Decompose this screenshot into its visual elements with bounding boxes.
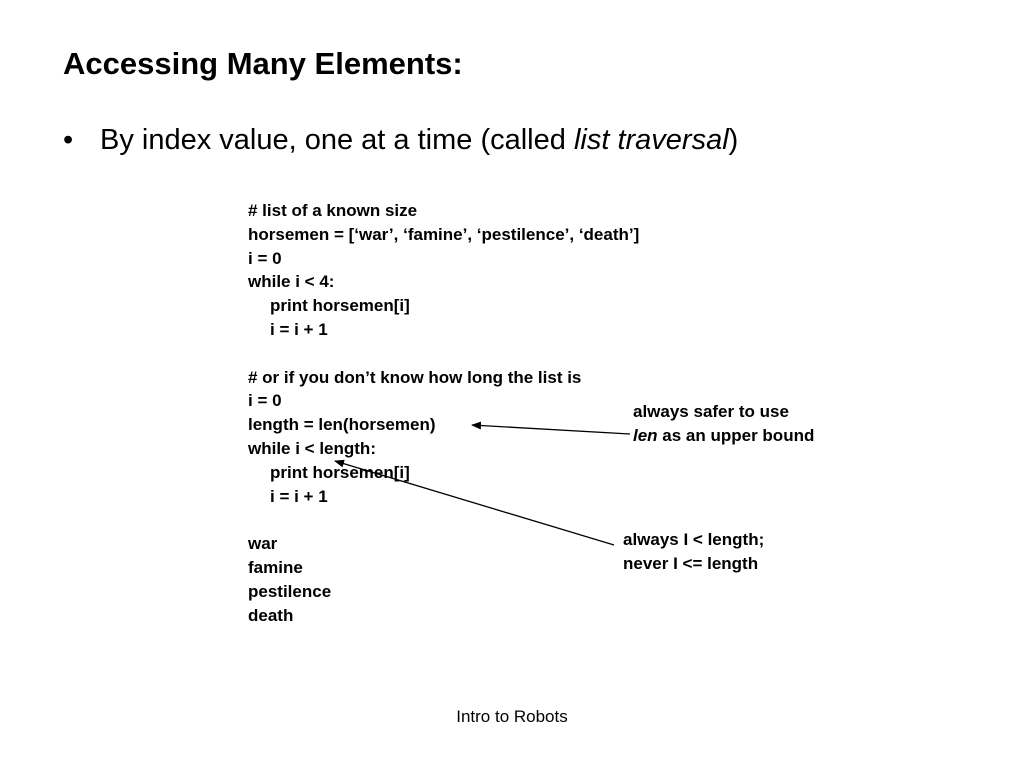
output-line: war	[248, 534, 278, 554]
code-line: print horsemen[i]	[270, 462, 410, 482]
code-line: while i < 4:	[248, 272, 335, 292]
annotation-line: never I <= length	[623, 553, 759, 573]
annotation-line: len as an upper bound	[633, 424, 814, 448]
annotation-line: always I < length;	[623, 530, 765, 549]
bullet-emphasis: list traversal	[573, 124, 729, 156]
code-line: i = 0	[248, 248, 282, 268]
code-line: i = 0	[248, 391, 282, 411]
annotation-emphasis: len	[633, 425, 658, 445]
annotation-line: always safer to use	[633, 402, 789, 421]
code-line: print horsemen[i]	[270, 296, 410, 316]
output-line: death	[248, 605, 294, 625]
code-line-blank	[248, 342, 639, 366]
code-line: length = len(horsemen)	[248, 415, 436, 435]
code-line: horsemen = [‘war’, ‘famine’, ‘pestilence…	[248, 224, 640, 244]
annotation-less-than: always I < length; never I <= length	[623, 528, 764, 575]
output-line: pestilence	[248, 581, 332, 601]
annotation-len-upper-bound: always safer to use len as an upper boun…	[633, 400, 814, 447]
slide-footer: Intro to Robots	[456, 707, 568, 726]
code-line: while i < length:	[248, 438, 376, 458]
code-line: i = i + 1	[270, 486, 328, 506]
code-line: i = i + 1	[270, 319, 328, 339]
bullet-point: • By index value, one at a time (called l…	[63, 120, 738, 160]
code-line: # list of a known size	[248, 201, 418, 220]
bullet-text: By index value, one at a time (called	[100, 124, 574, 156]
output-line: famine	[248, 557, 303, 577]
bullet-marker: •	[63, 124, 74, 156]
annotation-text: as an upper bound	[657, 425, 815, 445]
bullet-text-end: )	[728, 124, 739, 156]
code-line-blank	[248, 508, 639, 532]
code-block: # list of a known size horsemen = [‘war’…	[248, 199, 639, 627]
code-line: # or if you don’t know how long the list…	[248, 367, 582, 387]
slide-title: Accessing Many Elements:	[63, 46, 463, 81]
